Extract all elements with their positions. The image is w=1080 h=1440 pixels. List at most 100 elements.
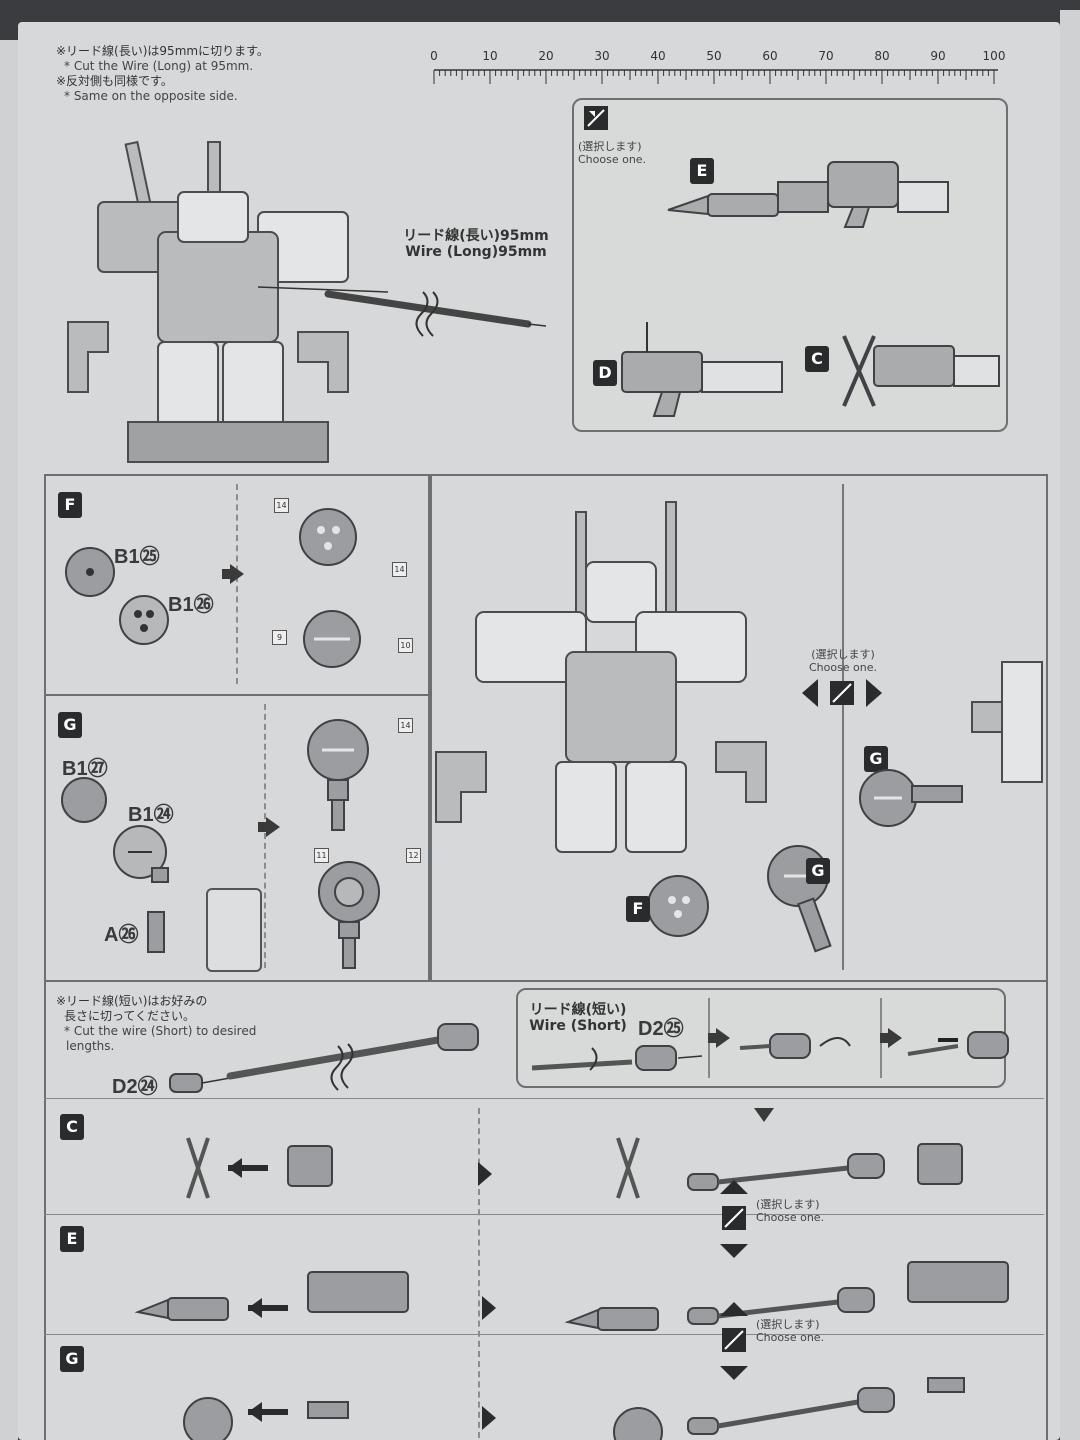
- ruler-label: 40: [650, 49, 665, 63]
- mm-ruler: 0 10 20 30 40 50 60 70 80 90 100: [430, 49, 1006, 84]
- step-G-parts-illustration: [61, 777, 169, 953]
- right-G-badge: G: [864, 746, 888, 772]
- wire-short-part-2: D2㉔: [112, 1076, 158, 1098]
- ruler-label: 30: [594, 49, 609, 63]
- center-assembly-frame: [428, 474, 1048, 982]
- wire-short-en-2: lengths.: [66, 1039, 115, 1053]
- ruler-label: 100: [983, 49, 1006, 63]
- note-jp-2: ※反対側も同様です。: [56, 74, 173, 88]
- wire-short-label-en: Wire (Short): [529, 1018, 627, 1035]
- panel-arrow-bar-2: [880, 1033, 888, 1043]
- wire-short-note: ※リード線(短い)はお好みの 長さに切ってください。 * Cut the wir…: [56, 994, 336, 1054]
- step-F-arrow-bar: [222, 569, 230, 579]
- row-E-badge: E: [60, 1226, 84, 1252]
- weapon-choose-text: (選択します) Choose one.: [578, 140, 658, 166]
- step-G-part-3: A㉖: [104, 924, 139, 946]
- step-G-badge: G: [58, 712, 82, 738]
- panel-step-3-illustration: [907, 1031, 1009, 1059]
- weapon-E-badge: E: [690, 158, 714, 184]
- sticker-G-2: 11: [314, 848, 329, 863]
- sticker-F-2: 14: [392, 562, 407, 577]
- row-E-illustration: [134, 1261, 1009, 1331]
- wire-long-en: Wire (Long)95mm: [405, 244, 547, 261]
- note-jp-1: ※リード線(長い)は95mmに切ります。: [56, 44, 269, 58]
- weapon-D-badge: D: [593, 360, 617, 386]
- row-divider-2: [44, 1334, 1044, 1335]
- wire-short-jp-2: 長さに切ってください。: [64, 1009, 196, 1023]
- wire-short-illustration-panel: [531, 1045, 703, 1071]
- right-page-edge: [1060, 10, 1080, 1440]
- wire-short-en-1: * Cut the wire (Short) to desired: [64, 1024, 257, 1038]
- choose-jp: (選択します): [578, 140, 642, 153]
- center-G-badge: G: [806, 858, 830, 884]
- weapon-C-illustration: [842, 335, 1000, 407]
- choose-en: Choose one.: [578, 153, 647, 167]
- wire-short-label: リード線(短い) Wire (Short): [518, 1002, 638, 1034]
- step-F-badge: F: [58, 492, 82, 518]
- right-col-illustration: [859, 661, 1043, 827]
- ruler-label: 0: [430, 49, 438, 63]
- robot-back-illustration: [67, 140, 389, 463]
- row-C-badge: C: [60, 1114, 84, 1140]
- step-G-arrow: [266, 817, 280, 837]
- row-choose-2-en: Choose one.: [756, 1331, 825, 1345]
- wire-short-jp-1: ※リード線(短い)はお好みの: [56, 994, 208, 1008]
- row-C-illustration: [186, 1137, 963, 1199]
- step-F-parts-illustration: [65, 547, 169, 645]
- sticker-F-4: 10: [398, 638, 413, 653]
- sticker-F-1: 14: [274, 498, 289, 513]
- wire-long-illustration: [324, 290, 547, 337]
- note-en-1: * Cut the Wire (Long) at 95mm.: [64, 59, 254, 73]
- center-choose-jp: (選択します): [811, 648, 875, 661]
- panel-arrow-bar-1: [708, 1033, 716, 1043]
- ruler-label: 70: [818, 49, 833, 63]
- row-choose-1-jp: (選択します): [756, 1198, 820, 1211]
- row-choose-2-jp: (選択します): [756, 1318, 820, 1331]
- center-divider: [842, 484, 844, 970]
- ruler-label: 10: [482, 49, 497, 63]
- note-en-2: * Same on the opposite side.: [64, 89, 238, 103]
- panel-step-2-illustration: [739, 1033, 851, 1059]
- row-choose-marker-2: [720, 1302, 748, 1380]
- center-F-badge: F: [626, 896, 650, 922]
- center-choose-text: (選択します) Choose one.: [798, 648, 888, 674]
- bottom-section-frame: [44, 978, 1048, 1440]
- sticker-F-3: 9: [272, 630, 287, 645]
- row-divider-1: [44, 1214, 1044, 1215]
- row-G-badge: G: [60, 1346, 84, 1372]
- row-choose-marker-1: [720, 1180, 748, 1258]
- step-F-result-bottom: [303, 610, 361, 668]
- wire-long-jp: リード線(長い)95mm: [403, 228, 549, 244]
- row-choose-text-1: (選択します) Choose one.: [756, 1198, 836, 1224]
- ruler-label: 80: [874, 49, 889, 63]
- ruler-label: 90: [930, 49, 945, 63]
- sticker-G-1: 14: [398, 718, 413, 733]
- step-G-result-bottom: [318, 861, 380, 969]
- weapon-E-illustration: [667, 161, 949, 228]
- step-G-result-top: [307, 719, 369, 831]
- top-note: ※リード線(長い)は95mmに切ります。 * Cut the Wire (Lon…: [56, 44, 416, 104]
- step-F-result-top: [299, 508, 357, 566]
- row-choose-text-2: (選択します) Choose one.: [756, 1318, 836, 1344]
- weapon-D-illustration: [621, 322, 783, 417]
- row-choose-1-en: Choose one.: [756, 1211, 825, 1225]
- wire-short-panel: [516, 988, 1006, 1088]
- step-G-frame: [44, 694, 432, 982]
- ruler-label: 60: [762, 49, 777, 63]
- step-G-part-2: B1㉔: [128, 804, 174, 826]
- center-robot-illustration: [435, 501, 767, 853]
- weapon-C-badge: C: [805, 346, 829, 372]
- wire-short-illustration-left: [169, 1023, 479, 1093]
- rows-vertical-divider: [478, 1108, 480, 1438]
- ruler-label: 50: [706, 49, 721, 63]
- step-F-arrow: [230, 564, 244, 584]
- center-choose-en: Choose one.: [808, 661, 878, 675]
- step-G-divider: [264, 704, 266, 968]
- wire-long-label: リード線(長い)95mm Wire (Long)95mm: [386, 228, 566, 260]
- panel-arrow-1: [716, 1028, 730, 1048]
- instruction-page: 0 10 20 30 40 50 60 70 80 90 100 ※リード線(長い)は95mmに切り…: [18, 22, 1060, 1440]
- step-F-part-2: B1㉖: [168, 594, 214, 616]
- ruler-label: 20: [538, 49, 553, 63]
- left-page-edge: [0, 40, 18, 1440]
- down-arrow: [754, 1108, 774, 1122]
